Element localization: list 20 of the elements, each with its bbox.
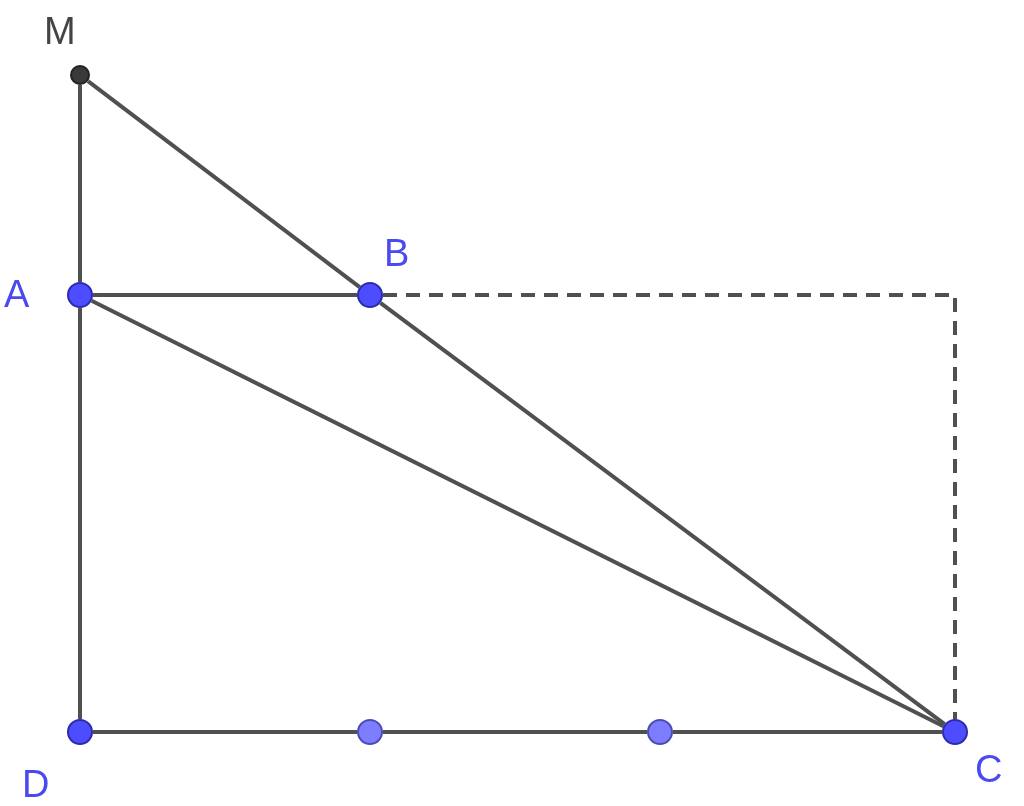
point-dot bbox=[942, 719, 968, 745]
point-dot bbox=[67, 719, 93, 745]
point-label: M bbox=[44, 12, 76, 50]
point-dot bbox=[647, 719, 673, 745]
point-label: A bbox=[4, 275, 30, 313]
line-segment bbox=[93, 293, 357, 297]
point-label: C bbox=[975, 750, 1003, 788]
point-label: D bbox=[22, 765, 50, 803]
line-segment bbox=[383, 730, 647, 734]
line-segment bbox=[93, 730, 357, 734]
point-dot bbox=[67, 282, 93, 308]
line-segment bbox=[673, 730, 942, 734]
line-segment bbox=[78, 308, 82, 719]
line-segment bbox=[78, 85, 82, 282]
point-dot bbox=[357, 282, 383, 308]
point-dot bbox=[357, 719, 383, 745]
point-label: B bbox=[384, 234, 410, 272]
line-segment bbox=[86, 79, 361, 289]
point-dot bbox=[70, 65, 90, 85]
line-segment bbox=[90, 299, 945, 728]
